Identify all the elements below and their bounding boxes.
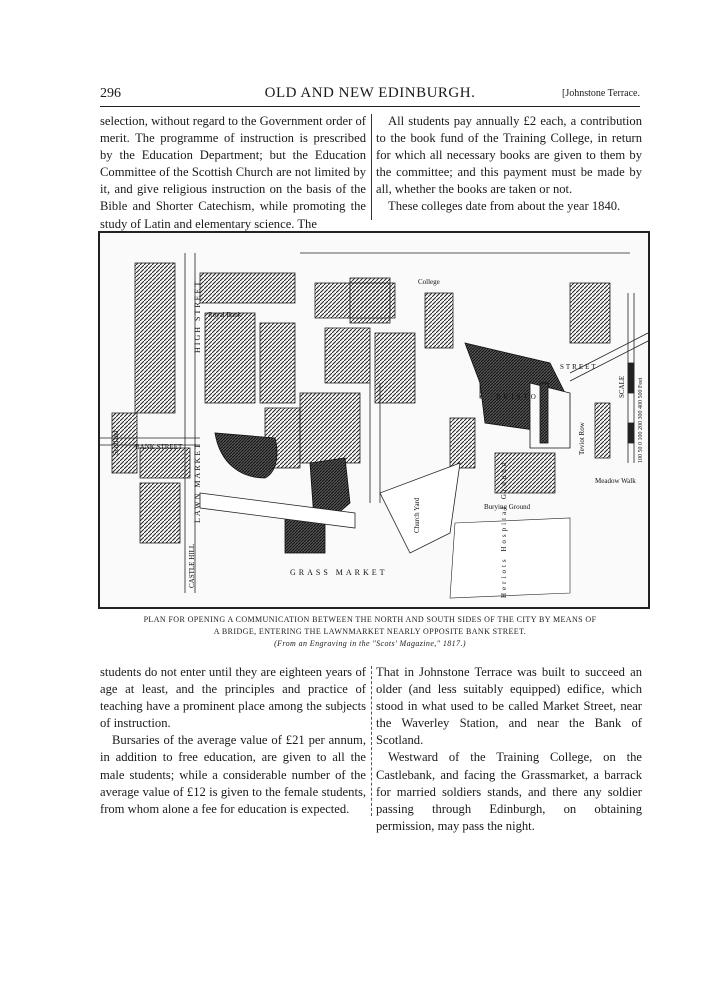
running-title: OLD AND NEW EDINBURGH. (264, 85, 476, 101)
label-teviot-row: Teviot Row (578, 422, 586, 455)
paragraph: These colleges date from about the year … (388, 199, 621, 214)
section-reference: [Johnstone Terrace. (562, 88, 640, 99)
map-drawing (100, 252, 648, 599)
label-lawn-market: LAWN MARKET (193, 441, 202, 523)
page-number: 296 (100, 86, 121, 101)
label-castle-hill: CASTLE HILL (188, 543, 196, 588)
label-burying-ground: Burying Ground (484, 503, 531, 511)
map-illustration: HIGH STREET LAWN MARKET BANK STREET CAST… (98, 231, 650, 609)
label-bristo: BRISTO (496, 393, 539, 401)
top-right-column: All students pay annually £2 each, a con… (376, 113, 642, 216)
label-heriots-hospital-ground: Heriots Hospital Ground (500, 459, 508, 598)
paragraph: That in Johnstone Terrace was built to s… (376, 665, 642, 748)
paragraph: selection, without regard to the Governm… (100, 114, 366, 231)
bottom-right-column: That in Johnstone Terrace was built to s… (376, 664, 642, 835)
caption-line-2: A BRIDGE, ENTERING THE LAWNMARKET NEARLY… (213, 627, 527, 636)
paragraph: Westward of the Training College, on the… (376, 750, 642, 833)
label-church-yard: Church Yard (413, 497, 421, 533)
label-high-street: HIGH STREET (193, 279, 202, 353)
label-grass-market: GRASS MARKET (290, 568, 388, 577)
page-header: 296 OLD AND NEW EDINBURGH. [Johnstone Te… (100, 84, 640, 107)
column-divider (371, 114, 372, 220)
paragraph: All students pay annually £2 each, a con… (376, 114, 642, 197)
caption-line-1: PLAN FOR OPENING A COMMUNICATION BETWEEN… (143, 615, 597, 624)
top-left-column: selection, without regard to the Governm… (100, 113, 366, 233)
bottom-left-column: students do not enter until they are eig… (100, 664, 366, 818)
label-scale: SCALE (618, 375, 626, 398)
label-royal-bank: Royal Bank (208, 311, 242, 319)
column-divider (371, 666, 372, 816)
caption-source: (From an Engraving in the "Scots' Magazi… (274, 639, 466, 648)
label-college: College (418, 278, 440, 286)
label-street: STREET (560, 363, 598, 371)
paragraph: Bursaries of the average value of £21 pe… (100, 733, 366, 816)
figure-caption: PLAN FOR OPENING A COMMUNICATION BETWEEN… (100, 614, 640, 650)
label-scale-feet: 100 50 0 100 200 300 400 500 Feet (638, 377, 644, 463)
paragraph: students do not enter until they are eig… (100, 665, 366, 731)
label-scotland: Scotland (112, 430, 120, 456)
label-meadow-walk: Meadow Walk (595, 477, 636, 485)
label-bank-street: BANK STREET (135, 443, 183, 451)
